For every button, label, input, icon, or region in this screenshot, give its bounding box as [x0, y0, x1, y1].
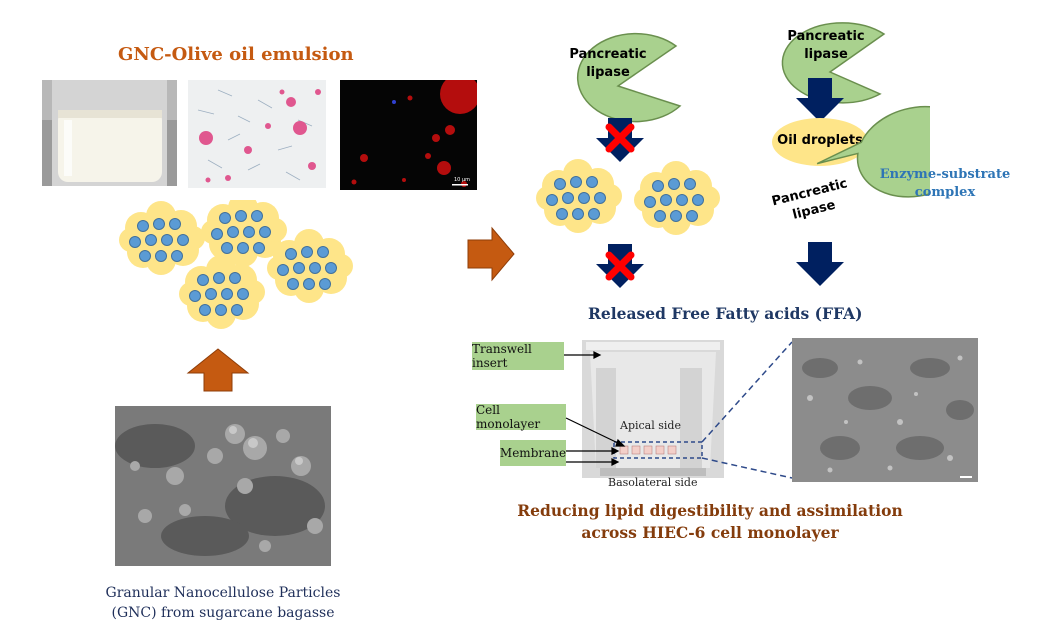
apical-side-label: Apical side: [620, 419, 681, 432]
gnc-caption: Granular Nanocellulose Particles (GNC) f…: [88, 583, 358, 623]
membrane-label: Membrane: [500, 440, 566, 466]
transwell-diagram: [564, 338, 978, 482]
lipase-1-label-line2: lipase: [586, 65, 630, 80]
lipase-2-label-line2: lipase: [804, 47, 848, 62]
gnc-sem-image: [115, 406, 331, 566]
emulsion-title: GNC-Olive oil emulsion: [118, 44, 354, 65]
orange-right-arrow: [467, 226, 515, 282]
gnc-particle-right: [633, 160, 721, 236]
ffa-title: Released Free Fatty acids (FFA): [588, 304, 863, 323]
down-arrow-to-ffa: [796, 242, 844, 286]
oil-droplets-label: Oil droplets: [777, 133, 863, 148]
complex-label-line1: Enzyme-substrate: [879, 167, 1011, 182]
scale-label: 10 μm: [454, 177, 470, 183]
light-micrograph: [188, 80, 326, 188]
gnc-caption-line1: Granular Nanocellulose Particles: [105, 585, 341, 601]
lipase-enzyme-complex: [816, 105, 930, 198]
fluorescence-micrograph: 10 μm: [340, 80, 477, 190]
basolateral-side-label: Basolateral side: [608, 476, 698, 489]
conclusion-line1: Reducing lipid digestibility and assimil…: [517, 501, 903, 520]
lipase-2-label-line1: Pancreatic: [787, 29, 864, 44]
complex-label-line2: complex: [914, 185, 976, 200]
gnc-emulsion-particles: [118, 200, 354, 330]
conclusion-text: Reducing lipid digestibility and assimil…: [500, 500, 920, 544]
enzyme-substrate-complex-label: Enzyme-substrate complex: [870, 166, 1020, 202]
lipase-enzyme-2: [781, 22, 886, 104]
emulsion-vial-photo: [42, 80, 177, 186]
gnc-particle-left: [535, 158, 623, 234]
lipase-1-label-line1: Pancreatic: [569, 47, 646, 62]
transwell-insert-label: Transwell insert: [472, 342, 564, 370]
conclusion-line2: across HIEC-6 cell monolayer: [581, 523, 839, 542]
cell-monolayer-label: Cell monolayer: [476, 403, 566, 431]
gnc-caption-line2: (GNC) from sugarcane bagasse: [111, 605, 335, 621]
orange-up-arrow: [186, 348, 250, 392]
lipase-enzyme-1: [576, 32, 682, 123]
lipase-pathway-diagram: Pancreatic lipase Pancreatic lipase Oil …: [535, 22, 930, 288]
